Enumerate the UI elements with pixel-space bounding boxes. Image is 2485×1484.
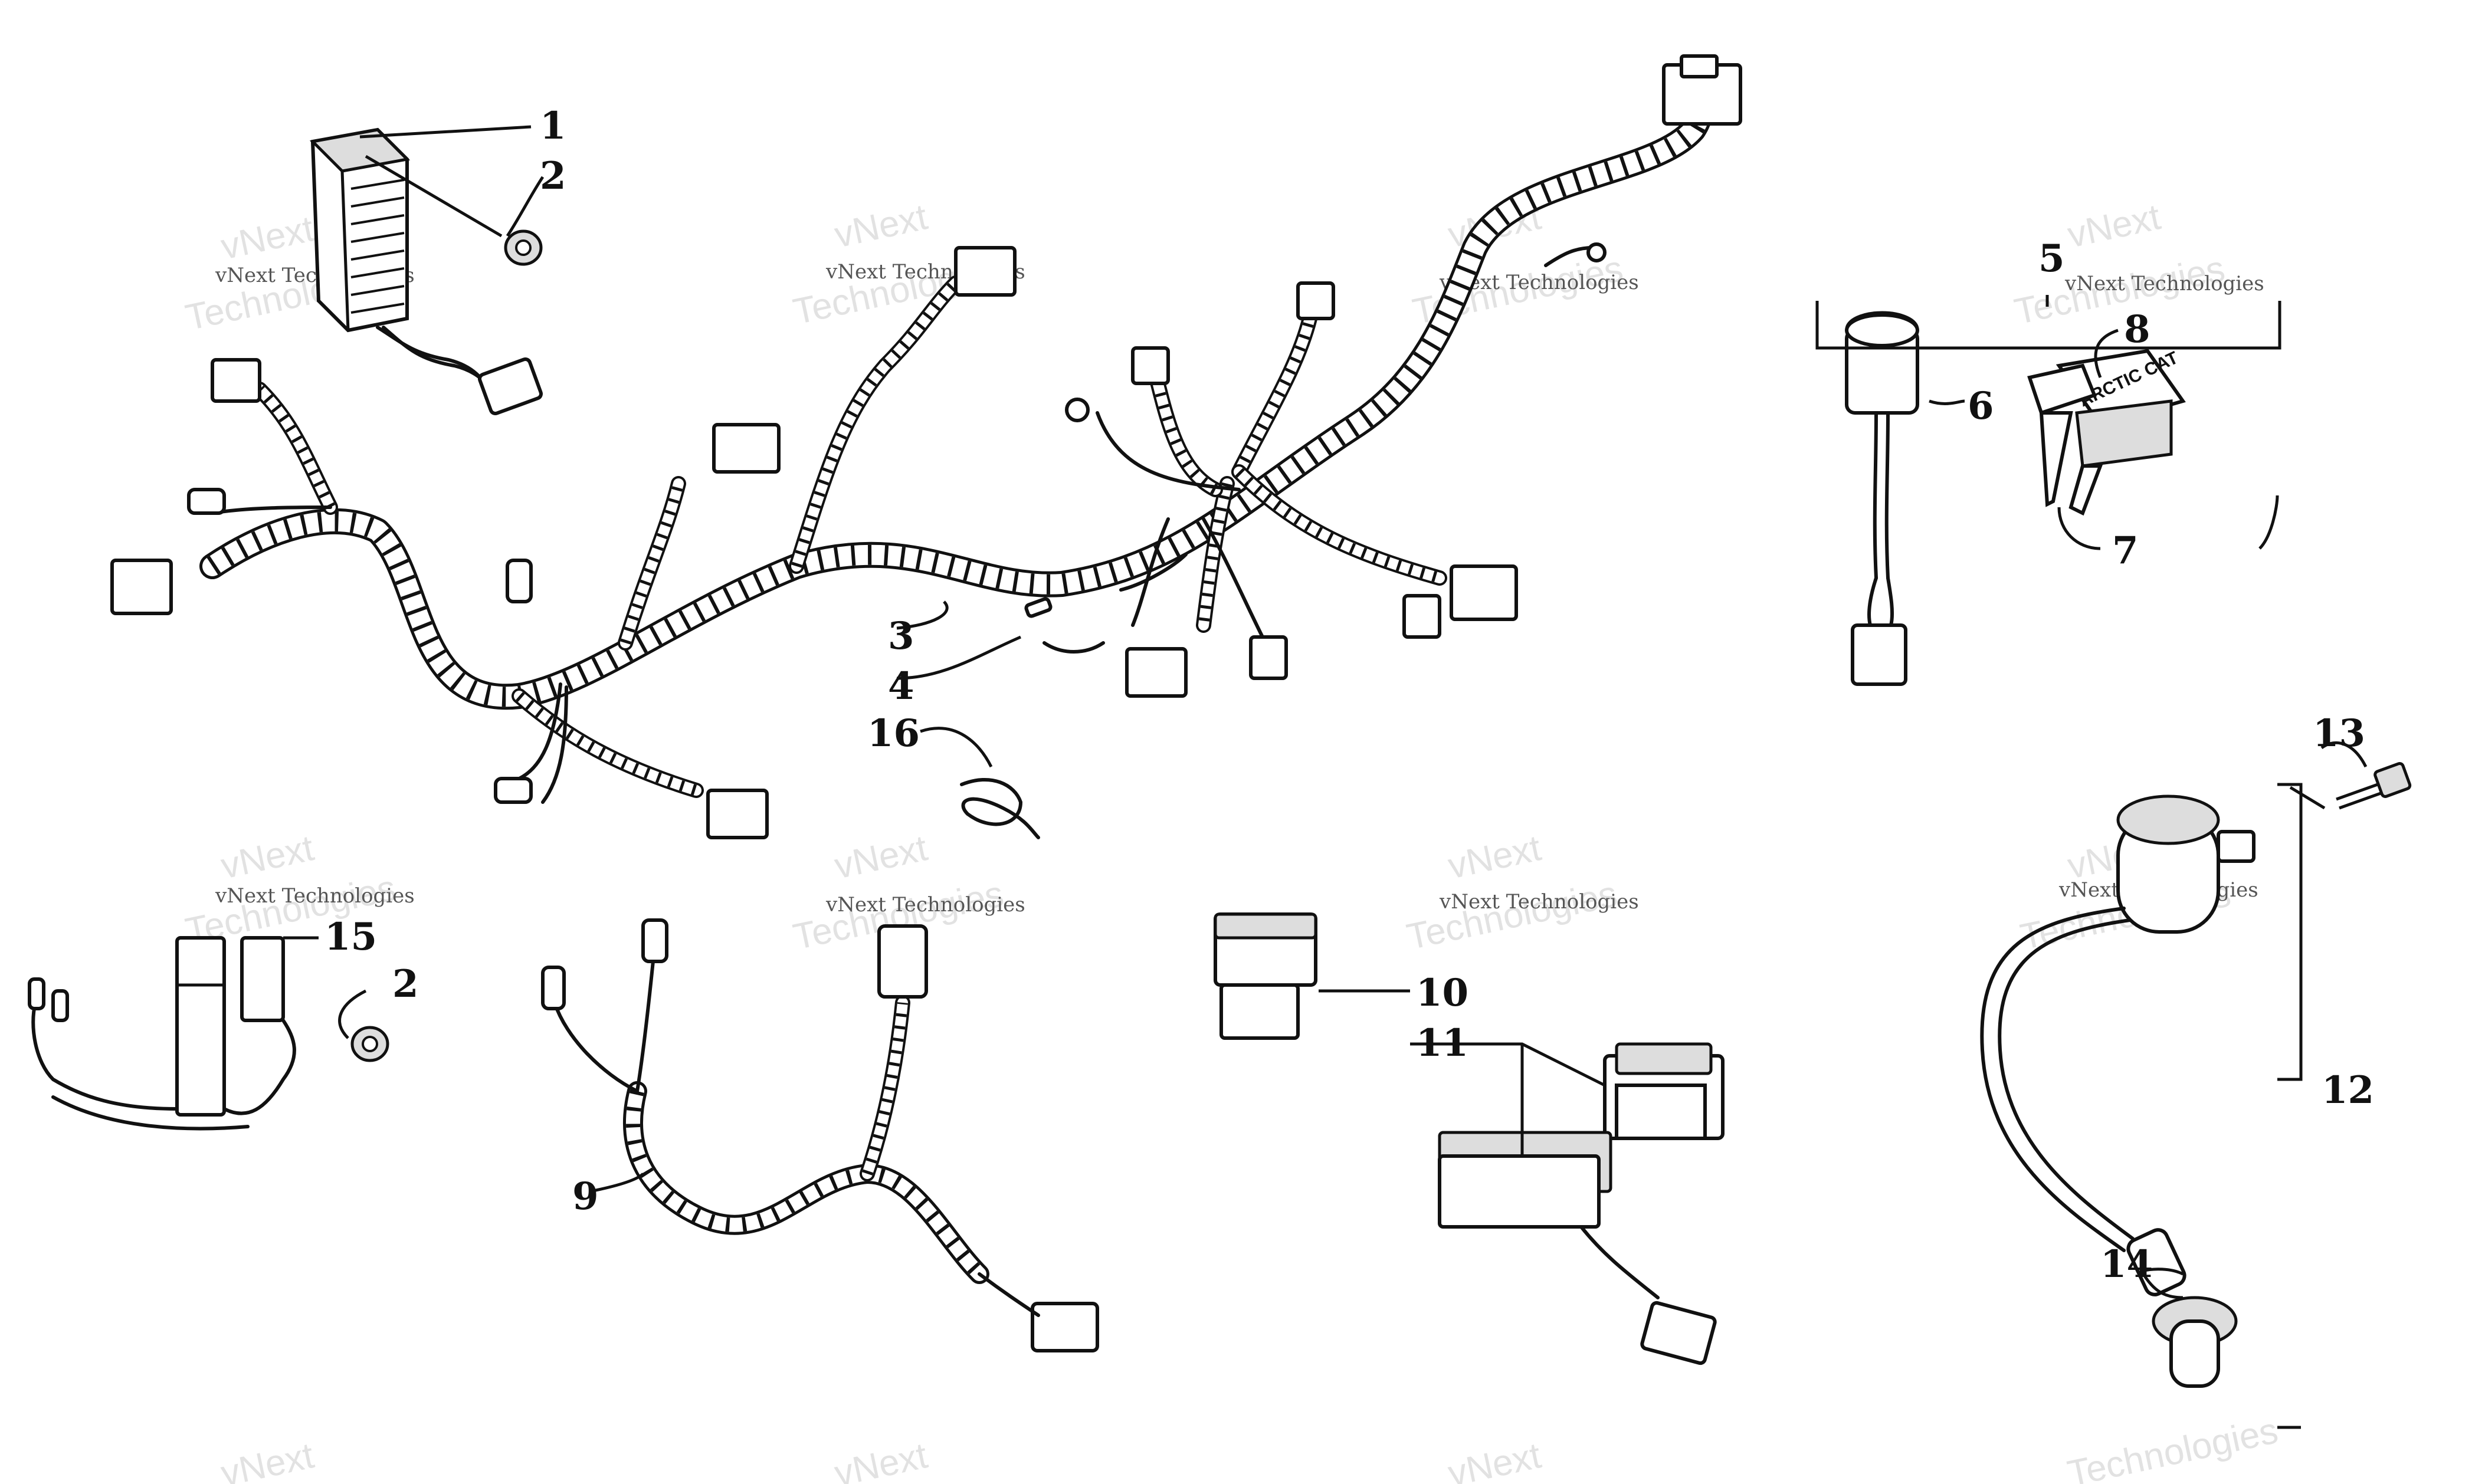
callout-5: 5 bbox=[2038, 237, 2065, 281]
callouts: 1 2 3 4 5 6 7 8 9 10 11 12 13 14 15 2 16 bbox=[324, 104, 2374, 1286]
nut-part-bottom bbox=[350, 1026, 389, 1062]
main-wiring-harness bbox=[110, 54, 1742, 839]
regulator-rectifier-part bbox=[309, 127, 543, 416]
svg-text:vNext Technologies: vNext Technologies bbox=[1439, 890, 1639, 914]
svg-text:vNext: vNext bbox=[218, 208, 317, 267]
callout-15: 15 bbox=[324, 915, 377, 959]
ignition-switch-part bbox=[1845, 311, 1919, 686]
callout-7: 7 bbox=[2112, 528, 2139, 573]
svg-text:vNext: vNext bbox=[218, 1435, 317, 1484]
watermark-5: vNext Technologies vNext Technologies bbox=[182, 828, 415, 951]
callout-12: 12 bbox=[2322, 1068, 2374, 1112]
connector-pin-part bbox=[1024, 553, 1188, 654]
callout-16: 16 bbox=[867, 711, 920, 756]
svg-text:vNext: vNext bbox=[2064, 196, 2164, 255]
solenoid-relay-part bbox=[28, 936, 296, 1131]
callout-2-bottom: 2 bbox=[392, 962, 419, 1006]
svg-text:vNext Technologies: vNext Technologies bbox=[825, 893, 1025, 917]
sub-harness-part bbox=[541, 918, 1099, 1352]
callout-13: 13 bbox=[2313, 711, 2365, 756]
callout-2-top: 2 bbox=[540, 154, 566, 198]
cable-tie-part bbox=[960, 778, 1040, 839]
svg-text:vNext Technologies: vNext Technologies bbox=[2064, 272, 2264, 296]
nut-part-top bbox=[504, 229, 543, 266]
ignition-key-part: ARCTIC CAT bbox=[2027, 348, 2186, 516]
svg-text:vNext: vNext bbox=[831, 196, 931, 255]
callout-4: 4 bbox=[888, 664, 914, 708]
leader-lines bbox=[283, 125, 2368, 1429]
cdi-module-part bbox=[1438, 1042, 1725, 1365]
svg-text:vNext Technologies: vNext Technologies bbox=[215, 884, 415, 908]
callout-9: 9 bbox=[572, 1174, 599, 1219]
svg-text:Technologies: Technologies bbox=[1404, 874, 1621, 958]
relay-part bbox=[1214, 912, 1317, 1040]
watermark-bottom: vNext vNext vNext Technologies bbox=[218, 1410, 2281, 1484]
ignition-coil-part bbox=[1980, 794, 2255, 1388]
svg-text:Technologies: Technologies bbox=[2064, 1410, 2281, 1484]
callout-8: 8 bbox=[2124, 307, 2150, 352]
callout-3: 3 bbox=[888, 614, 914, 658]
callout-1: 1 bbox=[540, 104, 566, 148]
svg-text:vNext: vNext bbox=[831, 828, 931, 887]
bolt-part bbox=[2336, 761, 2412, 810]
svg-text:vNext: vNext bbox=[1445, 1435, 1545, 1484]
svg-text:vNext: vNext bbox=[1445, 828, 1545, 887]
callout-10: 10 bbox=[1416, 971, 1468, 1015]
watermark-7: vNext Technologies vNext Technologies bbox=[1404, 828, 1639, 957]
callout-11: 11 bbox=[1416, 1021, 1468, 1065]
svg-text:vNext: vNext bbox=[218, 828, 317, 887]
callout-6: 6 bbox=[1968, 384, 1994, 428]
svg-text:vNext: vNext bbox=[831, 1435, 931, 1484]
callout-14: 14 bbox=[2100, 1242, 2153, 1286]
